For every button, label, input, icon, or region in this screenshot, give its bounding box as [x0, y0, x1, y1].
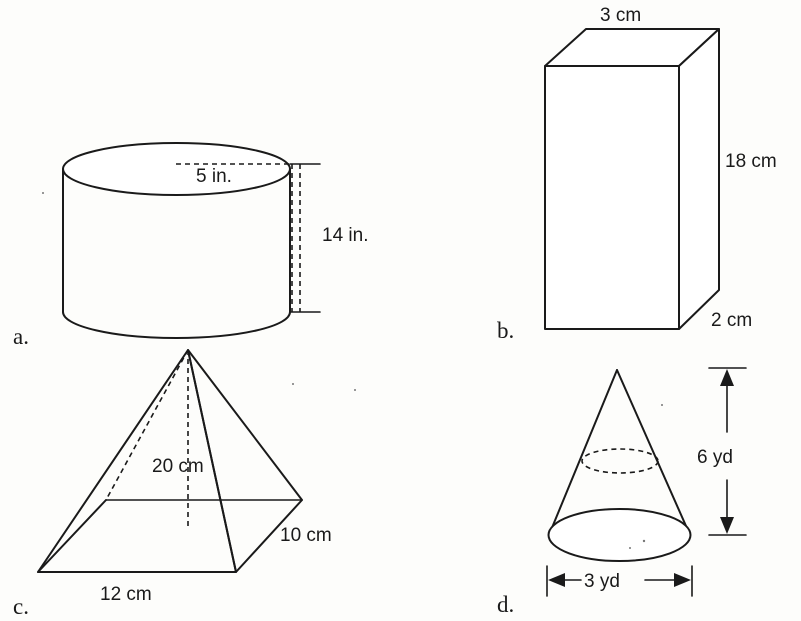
scan-speck — [354, 389, 356, 391]
cylinder-top-ellipse — [62, 142, 291, 196]
pyramid-height-label: 20 cm — [152, 456, 204, 477]
scan-speck — [642, 539, 646, 543]
pyramid-depth-label: 10 cm — [280, 525, 332, 546]
cone-diameter-label: 3 yd — [584, 571, 620, 592]
cone-right-slant — [616, 369, 691, 536]
cylinder-radius-label: 5 in. — [196, 166, 232, 187]
cylinder-height-label: 14 in. — [322, 225, 368, 246]
pyramid-right-face — [187, 349, 303, 573]
scan-speck — [42, 192, 44, 194]
cylinder-bottom-arc — [62, 311, 291, 339]
prism-height-label: 18 cm — [725, 151, 777, 172]
pyramid-hidden-edge — [105, 349, 189, 501]
pyramid-width-label: 12 cm — [100, 584, 152, 605]
pyramid-figure: 20 cm 10 cm 12 cm c. — [13, 349, 332, 619]
figure-letter-c: c. — [13, 594, 29, 619]
cone-diameter-arrow-right — [674, 573, 691, 587]
cone-base — [547, 508, 692, 562]
prism-right-face — [678, 28, 720, 330]
pyramid-left-base-edge — [37, 499, 107, 573]
cone-diameter-arrow-left — [548, 573, 565, 587]
cone-height-arrow-up — [720, 369, 734, 386]
cone-height-arrow-down — [720, 517, 734, 534]
cone-left-slant — [548, 369, 618, 536]
figure-letter-a: a. — [13, 324, 29, 349]
prism-front-face — [544, 65, 680, 330]
figure-letter-b: b. — [497, 318, 514, 343]
rectangular-prism-figure: 3 cm 18 cm 2 cm b. — [497, 5, 777, 343]
cylinder-figure: 5 in. 14 in. a. — [13, 142, 368, 349]
scan-speck — [292, 383, 294, 385]
cone-cross-section — [581, 448, 659, 474]
prism-top-label: 3 cm — [600, 5, 641, 26]
prism-depth-label: 2 cm — [711, 310, 752, 331]
cone-figure: 6 yd 3 yd d. — [497, 367, 747, 617]
cone-height-label: 6 yd — [697, 447, 733, 468]
scan-speck — [629, 547, 631, 549]
scan-speck — [661, 404, 663, 406]
pyramid-front-face — [37, 349, 237, 573]
figure-letter-d: d. — [497, 592, 514, 617]
